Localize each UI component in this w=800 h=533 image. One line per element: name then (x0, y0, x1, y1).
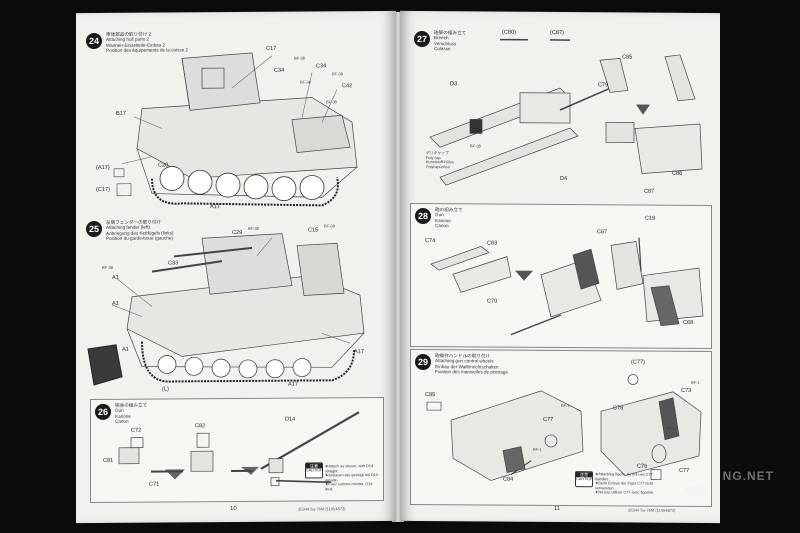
part-label: (C77) (631, 359, 645, 366)
part-label: (A17) (96, 164, 110, 171)
part-label: C73 (681, 387, 692, 394)
screw-label: BF-38 (248, 225, 259, 231)
right-page: 27 砲架の組み立て Breech Verschluss Culasse (400, 10, 720, 524)
part-label: A17 (288, 381, 298, 388)
screw-label: BF-1 (533, 446, 542, 452)
step-26-panel: 26 砲身の組み立て Gun Kanone Canon (90, 396, 384, 504)
part-label: C20 (158, 162, 169, 169)
part-label: C67 (597, 229, 608, 236)
part-label: C33 (168, 260, 179, 267)
part-label: C70 (487, 298, 498, 305)
part-label: A17 (354, 349, 364, 356)
part-label: A1 (112, 274, 119, 281)
caution-notes: ★Attaching figure, do not use C77 handle… (595, 472, 655, 496)
part-label: C87 (644, 188, 655, 195)
part-label: C77 (679, 467, 690, 474)
screw-label: BF-1 (667, 425, 676, 431)
footer-code: 35344 Su-76M (11054872) (298, 506, 346, 512)
screw-label: BF-38 (324, 223, 335, 229)
part-label: C15 (308, 227, 319, 234)
gun-control-wheels-drawing (426, 374, 702, 481)
site-watermark: NG.NET (722, 469, 774, 483)
caution-badge: 注意 CAUTION (305, 462, 324, 479)
part-label: C74 (425, 238, 436, 245)
part-label: C71 (149, 481, 160, 488)
gun-assembly-drawing (430, 237, 704, 336)
polycap-note: ポリキャップ Poly cap Kunststoff-Hülse Polycap… (426, 151, 454, 170)
part-label: D4 (560, 176, 568, 183)
instruction-booklet: 24 車体部品の取り付け 2 Attaching hull parts 2 Wa… (70, 10, 742, 524)
site-watermark-sub: 模型网 (684, 487, 705, 494)
part-label: C17 (266, 45, 277, 52)
step-25-panel: 25 左側フェンダーの取り付け Attaching fender (left) … (82, 215, 382, 397)
screw-label: BF-38 (326, 99, 337, 105)
step-27-panel: 27 砲架の組み立て Breech Verschluss Culasse (410, 27, 710, 205)
page-number: 10 (230, 505, 237, 513)
caution-sub: CAUTION (576, 477, 594, 482)
step-29-panel: 29 砲操作ハンドルの取り付け Attaching gun control wh… (410, 348, 712, 508)
step-28-panel: 28 砲の組み立て Gun Kanone Canon C74 C83 (410, 202, 712, 350)
fender-assembly-drawing (87, 233, 365, 386)
page-number: 11 (554, 505, 561, 513)
caution-badge: 注意 CAUTION (575, 471, 594, 488)
part-label: B17 (116, 110, 126, 117)
part-label: C34 (316, 63, 327, 70)
part-label: C82 (195, 423, 206, 430)
hull-assembly-drawing (113, 52, 358, 207)
part-label: C34 (274, 67, 285, 74)
part-label: (L) (162, 386, 169, 393)
screw-label: BF-38 (300, 79, 311, 85)
part-label: D3 (450, 81, 458, 88)
part-label: C76 (637, 463, 648, 470)
part-label: C78 (613, 405, 624, 412)
part-label: A1 (122, 346, 129, 353)
screw-label: BF-38 (332, 71, 343, 77)
part-label: C79 (598, 82, 609, 89)
part-label: C19 (645, 215, 656, 222)
part-label: C68 (683, 319, 694, 326)
screw-label: BF-38 (102, 264, 113, 270)
screw-label: BF-1 (691, 379, 700, 385)
gun-barrel-drawing (118, 411, 360, 487)
screw-label: BF-38 (470, 143, 481, 149)
part-label: A1 (112, 300, 119, 307)
part-label: D14 (285, 416, 296, 423)
screw-label: BF-1 (561, 403, 570, 409)
part-label: C29 (232, 229, 243, 237)
part-label: C86 (672, 170, 683, 177)
part-label: C85 (622, 54, 633, 61)
footer-code: 35344 Su-76M (11054872) (628, 507, 676, 513)
part-label: (C17) (96, 186, 110, 193)
part-label: C42 (342, 83, 353, 90)
part-label: C81 (103, 457, 114, 464)
part-label: C72 (131, 427, 142, 434)
part-label: C77 (543, 416, 554, 423)
part-label: C84 (503, 476, 514, 483)
breech-assembly-drawing (429, 38, 703, 186)
left-page: 24 車体部品の取り付け 2 Attaching hull parts 2 Wa… (76, 10, 396, 524)
part-label: C83 (487, 240, 498, 247)
part-label: A17 (210, 204, 220, 211)
part-label: C85 (425, 392, 436, 399)
part-label: (C87) (550, 29, 564, 37)
step-24-panel: 24 車体部品の取り付け 2 Attaching hull parts 2 Wa… (82, 27, 382, 217)
caution-notes: ★Attach as shown, with D14 straight. ★An… (325, 464, 378, 492)
screw-label: BF-38 (294, 55, 305, 61)
part-label: (C80) (502, 29, 516, 36)
caution-sub: CAUTION (306, 468, 324, 473)
